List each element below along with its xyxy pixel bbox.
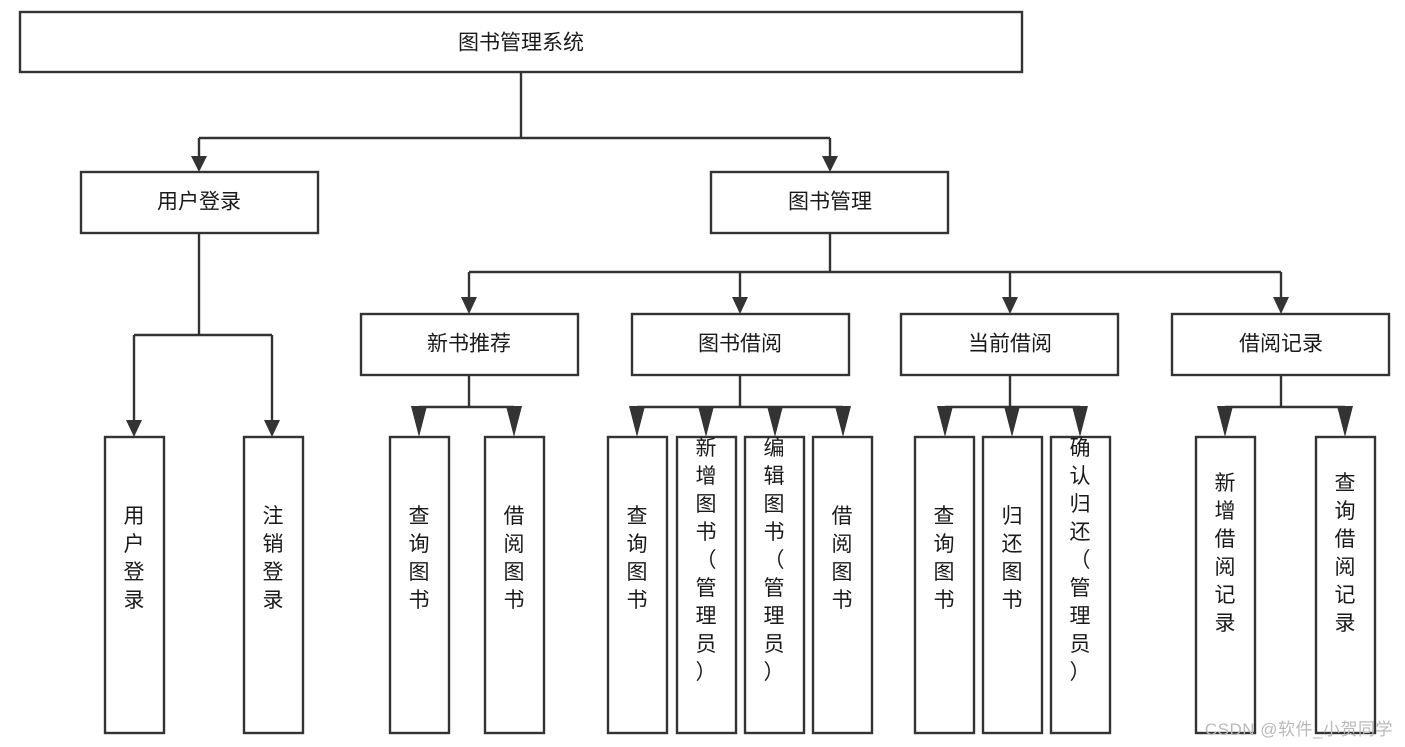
- connector-layer: [126, 72, 1353, 437]
- arrow-head-bb-leaf-2: [698, 406, 714, 437]
- node-root-rect[interactable]: [18, 10, 1024, 74]
- leaf-node[interactable]: 借阅图书: [483, 435, 546, 735]
- node-current-borrow[interactable]: 当前借阅: [899, 312, 1120, 377]
- leaf-node[interactable]: 编辑图书（管理员）: [743, 435, 806, 735]
- node-new-book-recommend[interactable]: 新书推荐: [359, 312, 580, 377]
- arrow-head-cb-leaf-1: [937, 406, 953, 437]
- arrow-head-current-borrow: [1002, 297, 1018, 314]
- leaf-node[interactable]: 查询图书: [913, 435, 976, 735]
- node-user-login[interactable]: 用户登录: [79, 170, 320, 235]
- leaf-br-query-rect[interactable]: [1314, 435, 1377, 735]
- leaf-node[interactable]: 新增借阅记录: [1194, 435, 1257, 735]
- arrow-head-bb-leaf-3: [767, 406, 783, 437]
- arrow-head-nb-leaf-2: [506, 406, 522, 437]
- arrow-head-leaf-logout: [264, 420, 280, 437]
- leaf-cb-confirm-label: 确认归还（管理员）: [1070, 437, 1091, 684]
- node-book-manage[interactable]: 图书管理: [709, 170, 950, 235]
- arrow-head-user-login: [191, 156, 207, 172]
- arrow-head-new-book: [461, 297, 477, 314]
- leaf-node[interactable]: 查询借阅记录: [1314, 435, 1377, 735]
- leaf-cb-return-rect[interactable]: [981, 435, 1044, 735]
- arrow-head-nb-leaf-1: [411, 406, 427, 437]
- leaf-bb-edit-rect[interactable]: [743, 435, 806, 735]
- node-book-borrow[interactable]: 图书借阅: [630, 312, 851, 377]
- node-book-manage-label: 图书管理: [788, 191, 872, 214]
- leaf-node[interactable]: 查询图书: [606, 435, 669, 735]
- leaf-bb-add-rect[interactable]: [675, 435, 738, 735]
- node-current-borrow-rect[interactable]: [899, 312, 1120, 377]
- arrow-head-book-borrow: [732, 297, 748, 314]
- arrow-head-cb-leaf-2: [1004, 406, 1020, 437]
- leaf-bb-edit-label: 编辑图书（管理员）: [764, 437, 785, 684]
- leaf-node[interactable]: 确认归还（管理员）: [1049, 435, 1112, 735]
- leaf-nb-query-rect[interactable]: [388, 435, 451, 735]
- leaf-user-login-rect[interactable]: [103, 435, 166, 735]
- arrow-head-leaf-user-login: [126, 420, 142, 437]
- leaf-node[interactable]: 注销登录: [242, 435, 305, 735]
- leaf-cb-confirm-rect[interactable]: [1049, 435, 1112, 735]
- node-new-book-recommend-label: 新书推荐: [427, 333, 511, 356]
- node-new-book-recommend-rect[interactable]: [359, 312, 580, 377]
- arrow-head-borrow-record: [1273, 297, 1289, 314]
- arrow-head-bb-leaf-1: [629, 406, 645, 437]
- leaf-logout-rect[interactable]: [242, 435, 305, 735]
- leaf-user-login-label: 用户登录: [124, 505, 145, 612]
- node-book-borrow-rect[interactable]: [630, 312, 851, 377]
- leaf-bb-add-label: 新增图书（管理员）: [696, 437, 717, 684]
- node-user-login-label: 用户登录: [157, 191, 241, 214]
- leaf-node[interactable]: 借阅图书: [811, 435, 874, 735]
- node-borrow-record[interactable]: 借阅记录: [1170, 312, 1391, 377]
- arrow-head-br-leaf-2: [1337, 406, 1353, 437]
- node-book-borrow-label: 图书借阅: [698, 333, 782, 356]
- leaf-logout-label: 注销登录: [263, 505, 284, 612]
- node-current-borrow-label: 当前借阅: [968, 333, 1052, 356]
- leaf-node[interactable]: 新增图书（管理员）: [675, 435, 738, 735]
- leaf-bb-query-rect[interactable]: [606, 435, 669, 735]
- leaf-bb-borrow-label: 借阅图书: [832, 505, 853, 612]
- node-user-login-rect[interactable]: [79, 170, 320, 235]
- node-borrow-record-label: 借阅记录: [1239, 333, 1323, 356]
- node-root[interactable]: 图书管理系统: [18, 10, 1024, 74]
- node-book-manage-rect[interactable]: [709, 170, 950, 235]
- leaf-cb-return-label: 归还图书: [1002, 505, 1023, 612]
- arrow-head-bb-leaf-4: [835, 406, 851, 437]
- leaf-nb-query-label: 查询图书: [409, 505, 430, 612]
- leaf-br-add-rect[interactable]: [1194, 435, 1257, 735]
- leaf-node[interactable]: 查询图书: [388, 435, 451, 735]
- node-borrow-record-rect[interactable]: [1170, 312, 1391, 377]
- leaf-node[interactable]: 归还图书: [981, 435, 1044, 735]
- leaf-nb-borrow-rect[interactable]: [483, 435, 546, 735]
- node-root-label: 图书管理系统: [458, 32, 584, 55]
- leaf-br-add-label: 新增借阅记录: [1215, 472, 1236, 635]
- arrow-head-br-leaf-1: [1217, 406, 1233, 437]
- leaf-cb-query-rect[interactable]: [913, 435, 976, 735]
- leaf-cb-query-label: 查询图书: [934, 505, 955, 612]
- leaf-br-query-label: 查询借阅记录: [1335, 472, 1356, 635]
- leaf-nb-borrow-label: 借阅图书: [504, 505, 525, 612]
- leaf-bb-query-label: 查询图书: [627, 505, 648, 612]
- leaf-bb-borrow-rect[interactable]: [811, 435, 874, 735]
- arrow-head-book-manage: [822, 156, 838, 172]
- leaf-node[interactable]: 用户登录: [103, 435, 166, 735]
- arrow-head-cb-leaf-3: [1072, 406, 1088, 437]
